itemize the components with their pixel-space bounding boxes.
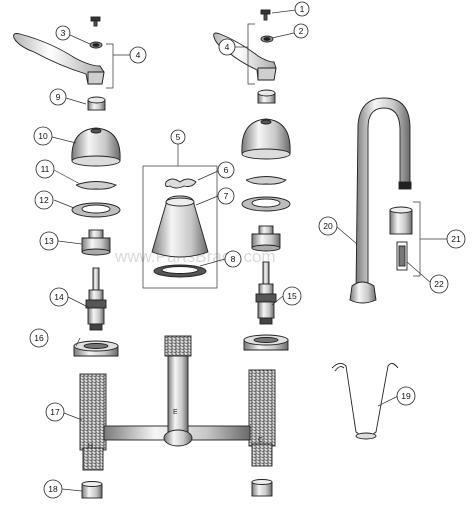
center-base-gasket [153,264,207,278]
callout-16: 16 [29,328,49,348]
svg-text:20: 20 [323,221,333,231]
callout-1: 1 [294,1,310,17]
svg-text:21: 21 [451,234,461,244]
svg-text:2: 2 [299,26,304,36]
right-bell-cap [241,118,291,160]
svg-text:10: 10 [38,131,48,141]
center-escutcheon [151,195,209,258]
svg-text:H: H [88,443,93,450]
callout-18: 18 [43,479,63,499]
callout-8: 8 [224,250,242,268]
right-snap-ring [245,176,287,185]
right-cartridge [255,261,277,325]
wire-bracket [331,363,399,440]
callout-22: 22 [429,274,449,294]
callout-4-left: 4 [129,46,147,64]
valve-body-manifold: E H C [79,335,276,471]
bracket-21 [413,201,421,277]
left-screw [90,16,101,27]
right-index-button [260,35,274,43]
callout-14: 14 [49,287,69,307]
callout-21: 21 [446,229,466,249]
svg-text:12: 12 [39,195,49,205]
left-locknut [73,340,119,357]
group-box-5 [142,165,218,289]
left-coupling-nut [81,481,103,499]
callout-12: 12 [34,190,54,210]
svg-text:15: 15 [287,291,297,301]
svg-text:C: C [258,437,263,444]
callout-10: 10 [33,126,53,146]
svg-text:4: 4 [225,42,230,52]
callout-19: 19 [396,386,416,406]
svg-text:5: 5 [176,132,181,142]
left-handle-adapter [87,96,106,111]
right-screw [260,9,271,21]
callout-17: 17 [45,402,65,422]
bracket-right-4 [247,23,255,85]
svg-text:7: 7 [224,191,229,201]
leader-lines [51,9,448,492]
callout-3: 3 [55,25,71,41]
svg-text:E: E [173,409,178,416]
left-bell-cap [71,127,121,167]
svg-text:14: 14 [54,292,64,302]
right-flange-washer [241,196,291,212]
callout-13: 13 [39,231,59,251]
svg-text:18: 18 [48,484,58,494]
gooseneck-spout [349,97,412,304]
callout-5: 5 [170,129,186,145]
svg-text:11: 11 [41,164,50,174]
callout-9: 9 [49,88,67,106]
right-locknut [243,334,289,351]
callout-15: 15 [282,286,302,306]
callout-20: 20 [318,216,338,236]
callout-2: 2 [293,23,309,39]
left-index-button [89,41,103,49]
svg-text:3: 3 [61,28,66,38]
left-flange-washer [71,202,121,218]
svg-text:8: 8 [231,254,236,264]
svg-text:4: 4 [136,50,141,60]
svg-text:6: 6 [224,165,229,175]
left-bonnet-nut [81,229,111,256]
svg-text:9: 9 [56,92,61,102]
svg-text:17: 17 [50,407,60,417]
svg-text:19: 19 [401,391,411,401]
left-snap-ring [75,181,117,190]
svg-text:13: 13 [44,236,54,246]
spout-sleeve [389,206,413,235]
left-lever-handle [13,33,105,85]
callout-7: 7 [217,187,235,205]
callout-11: 11 [35,159,55,179]
right-bonnet-nut [251,225,281,252]
svg-text:16: 16 [34,333,44,343]
bracket-left-4 [106,43,114,89]
callout-4-right: 4 [218,38,236,56]
center-o-ring [165,178,197,189]
spout-clip [396,241,408,271]
right-coupling-nut [251,479,273,497]
callout-6: 6 [217,161,235,179]
svg-text:1: 1 [300,4,305,14]
svg-text:22: 22 [434,279,444,289]
left-cartridge [85,267,107,331]
right-handle-adapter [257,89,276,104]
